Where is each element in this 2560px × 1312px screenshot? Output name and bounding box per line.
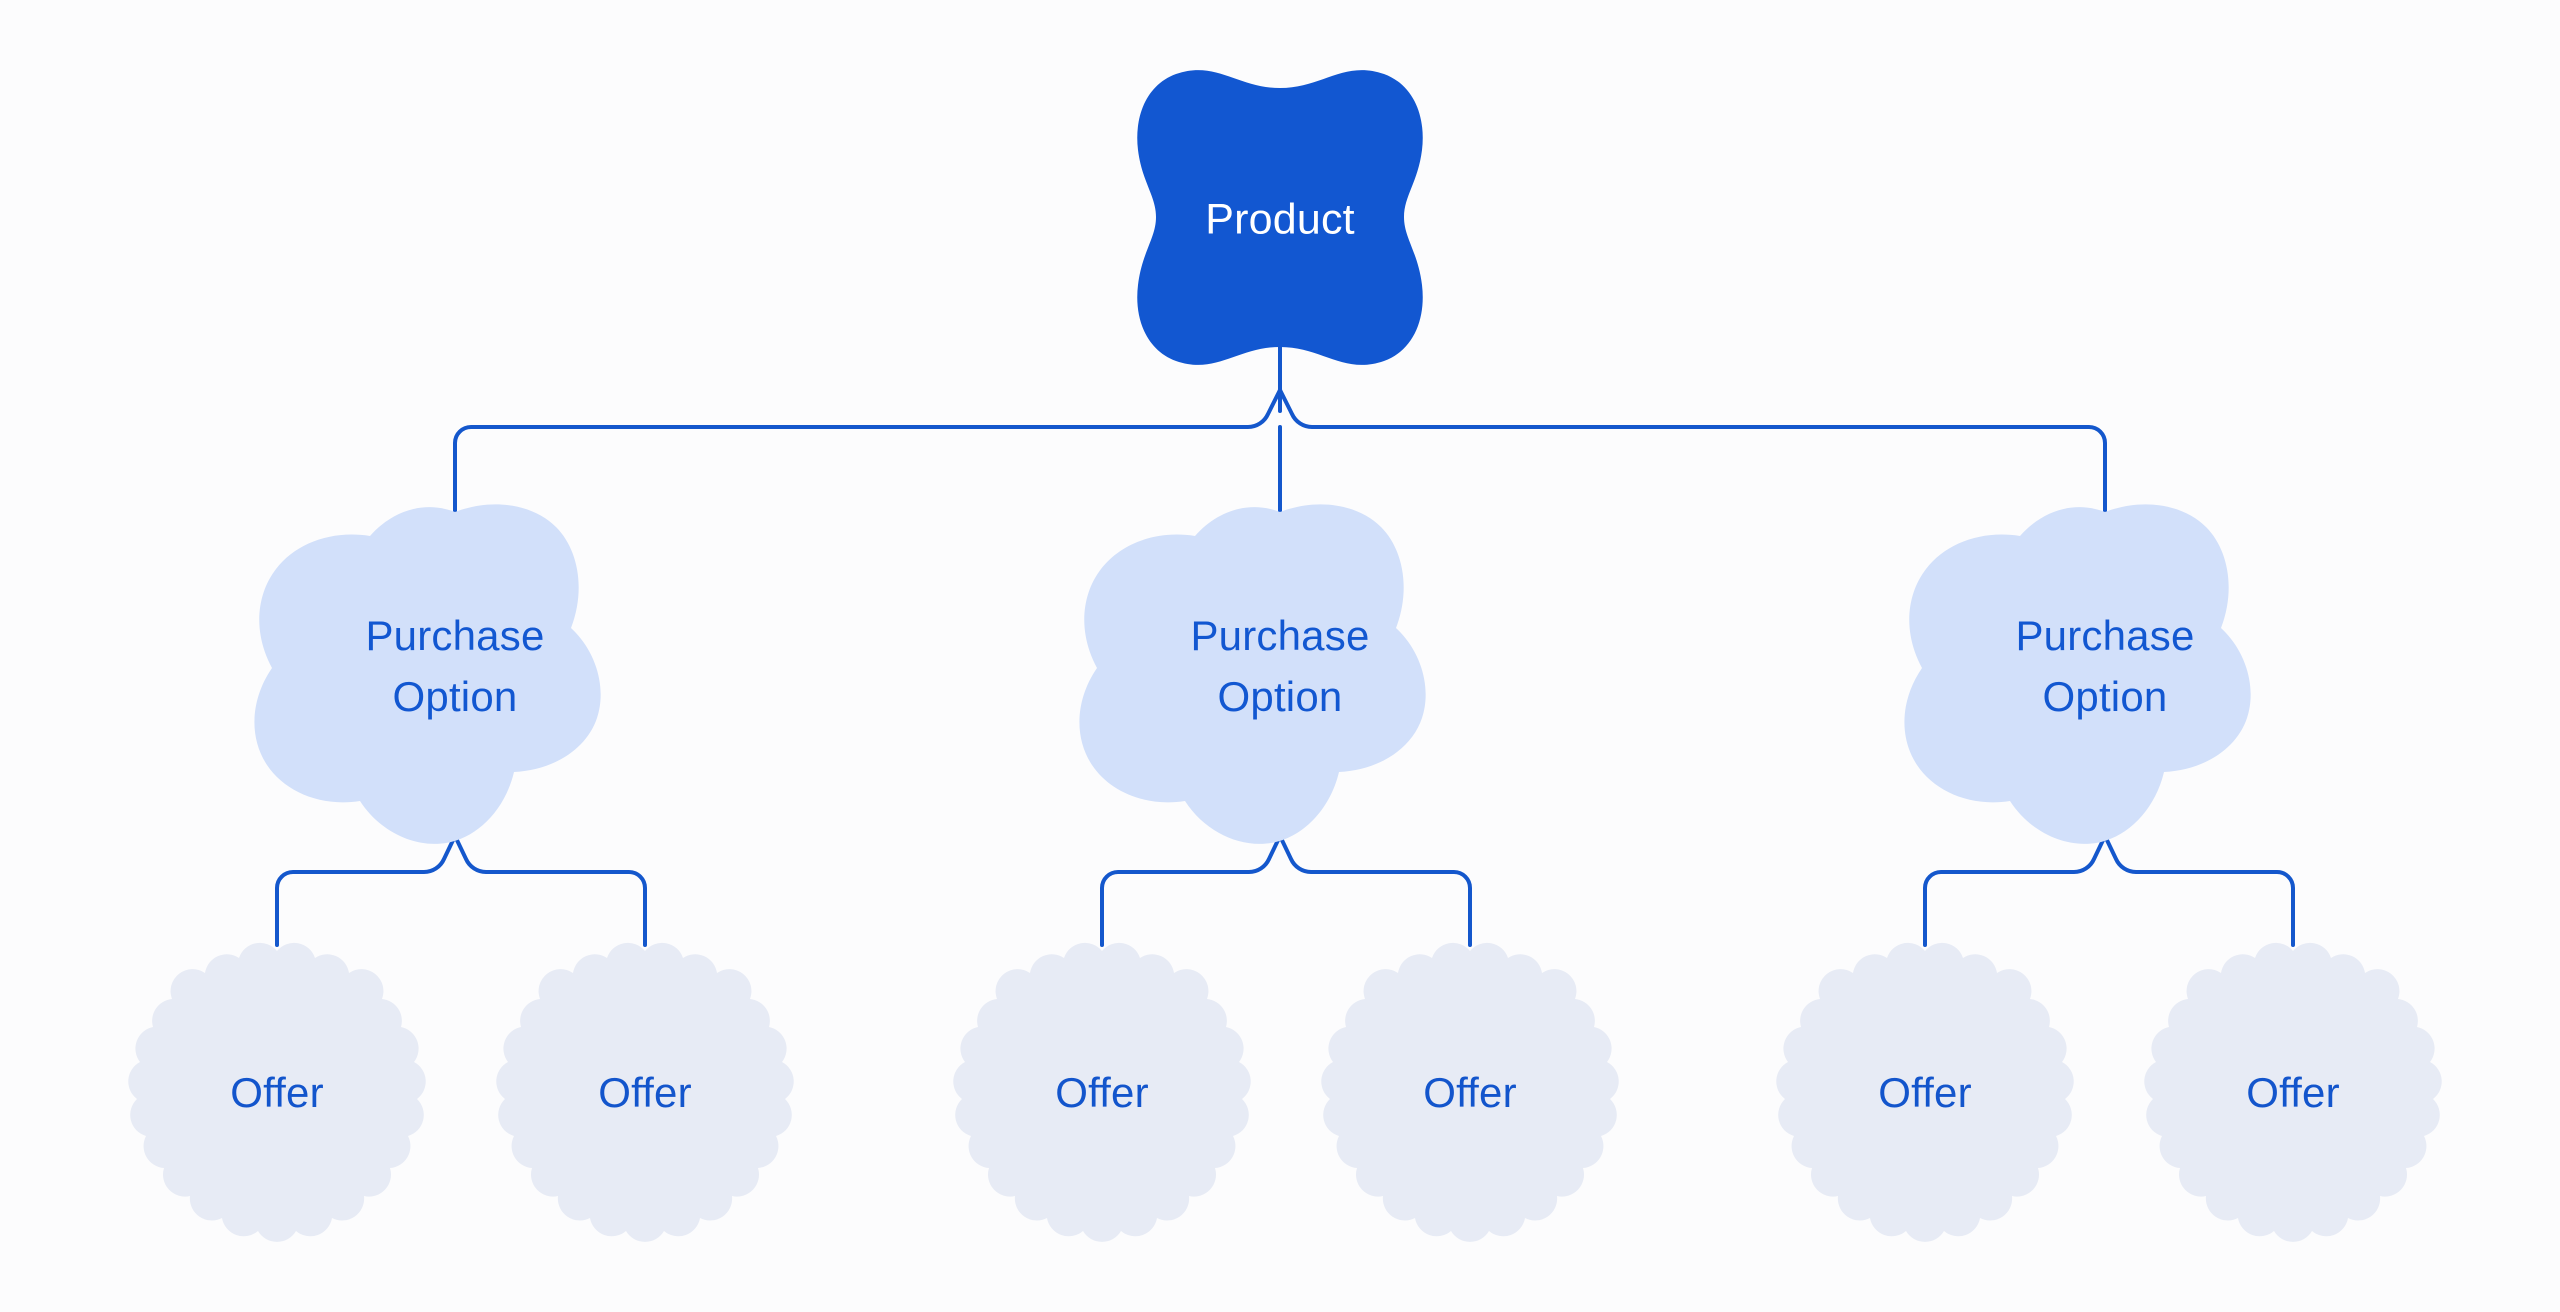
connector-po2-bus-left	[1100, 834, 1282, 947]
node-offer-3-2[interactable]: Offer	[2144, 942, 2442, 1242]
purchase-option-1-flower-shape	[254, 504, 601, 844]
offer-1-1-label: Offer	[230, 1069, 324, 1116]
purchase-option-2-label-line1: Purchase	[1190, 612, 1369, 659]
purchase-option-1-label-line2: Option	[393, 673, 518, 720]
connector-po3-bus-right	[2103, 834, 2295, 947]
offer-2-1-label: Offer	[1055, 1069, 1149, 1116]
connector-po1-bus-left	[275, 834, 457, 947]
purchase-option-3-label-line1: Purchase	[2015, 612, 2194, 659]
connector-bus-top-right	[1278, 388, 2107, 514]
product-blob-shape	[1137, 70, 1423, 365]
node-offer-2-1[interactable]: Offer	[953, 942, 1251, 1242]
connector-po2-bus-right	[1278, 834, 1472, 947]
connector-layer	[275, 334, 2295, 947]
offer-2-2-label: Offer	[1423, 1069, 1517, 1116]
connector-po1-bus-right	[453, 834, 647, 947]
node-purchase-option-2[interactable]: Purchase Option	[1079, 504, 1426, 844]
purchase-option-3-label-line2: Option	[2043, 673, 2168, 720]
node-offer-3-1[interactable]: Offer	[1776, 942, 2074, 1242]
node-purchase-option-3[interactable]: Purchase Option	[1904, 504, 2251, 844]
product-label: Product	[1205, 195, 1355, 243]
purchase-option-2-flower-shape	[1079, 504, 1426, 844]
node-offer-2-2[interactable]: Offer	[1321, 942, 1619, 1242]
offer-3-2-label: Offer	[2246, 1069, 2340, 1116]
connector-po3-bus-left	[1923, 834, 2107, 947]
node-offer-1-2[interactable]: Offer	[496, 942, 794, 1242]
purchase-option-3-flower-shape	[1904, 504, 2251, 844]
node-purchase-option-1[interactable]: Purchase Option	[254, 504, 601, 844]
offer-1-2-label: Offer	[598, 1069, 692, 1116]
node-product[interactable]: Product	[1137, 70, 1423, 365]
purchase-option-2-label-line2: Option	[1218, 673, 1343, 720]
purchase-option-1-label-line1: Purchase	[365, 612, 544, 659]
node-offer-1-1[interactable]: Offer	[128, 942, 426, 1242]
connector-bus-top-left	[453, 388, 1282, 514]
offer-3-1-label: Offer	[1878, 1069, 1972, 1116]
